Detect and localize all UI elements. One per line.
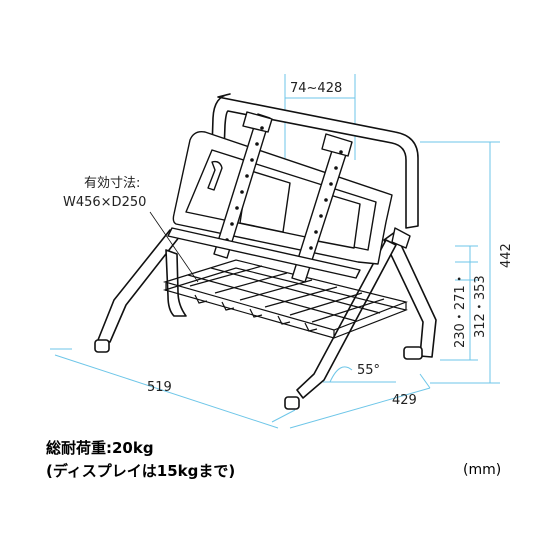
total-load-caption: 総耐荷重:20kg bbox=[46, 439, 154, 457]
effective-size-label-line1: 有効寸法: bbox=[84, 176, 140, 191]
vesa-panel bbox=[167, 111, 411, 283]
shelf-heights-label-line1: 230・271・ bbox=[453, 272, 468, 348]
depth-label: 429 bbox=[392, 393, 417, 408]
effective-size-leader bbox=[149, 211, 199, 283]
shelf-heights-label-line2: 312・353 bbox=[473, 275, 488, 338]
height-label: 442 bbox=[499, 243, 514, 268]
display-load-caption: (ディスプレイは15kgまで) bbox=[46, 462, 236, 480]
width-label: 519 bbox=[147, 380, 172, 395]
unit-caption: (mm) bbox=[463, 462, 502, 478]
wire-shelf bbox=[162, 259, 408, 339]
angle-label: 55° bbox=[357, 363, 380, 378]
panel-pitch-label: 74~428 bbox=[290, 81, 342, 96]
effective-size-label-line2: W456×D250 bbox=[63, 195, 146, 210]
dimension-lines bbox=[50, 74, 500, 429]
